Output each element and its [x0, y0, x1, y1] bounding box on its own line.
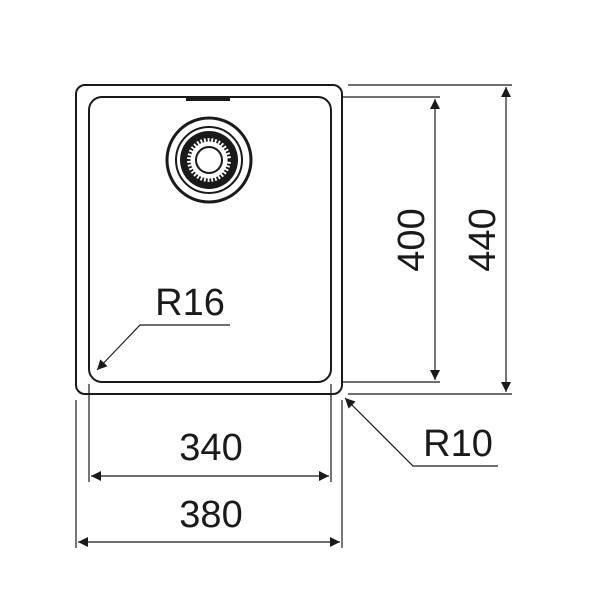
overflow-slot	[186, 97, 230, 101]
dim-label-400: 400	[391, 208, 433, 271]
sink-outer-outline	[75, 84, 343, 395]
leader-r10	[344, 397, 498, 467]
radius-label-r16: R16	[155, 282, 225, 324]
leader-r16	[96, 324, 230, 371]
drain-icon	[165, 116, 253, 204]
dim-label-380: 380	[179, 494, 242, 536]
dim-label-440: 440	[462, 208, 504, 271]
dim-label-340: 340	[179, 427, 242, 469]
radius-label-r10: R10	[423, 423, 493, 465]
